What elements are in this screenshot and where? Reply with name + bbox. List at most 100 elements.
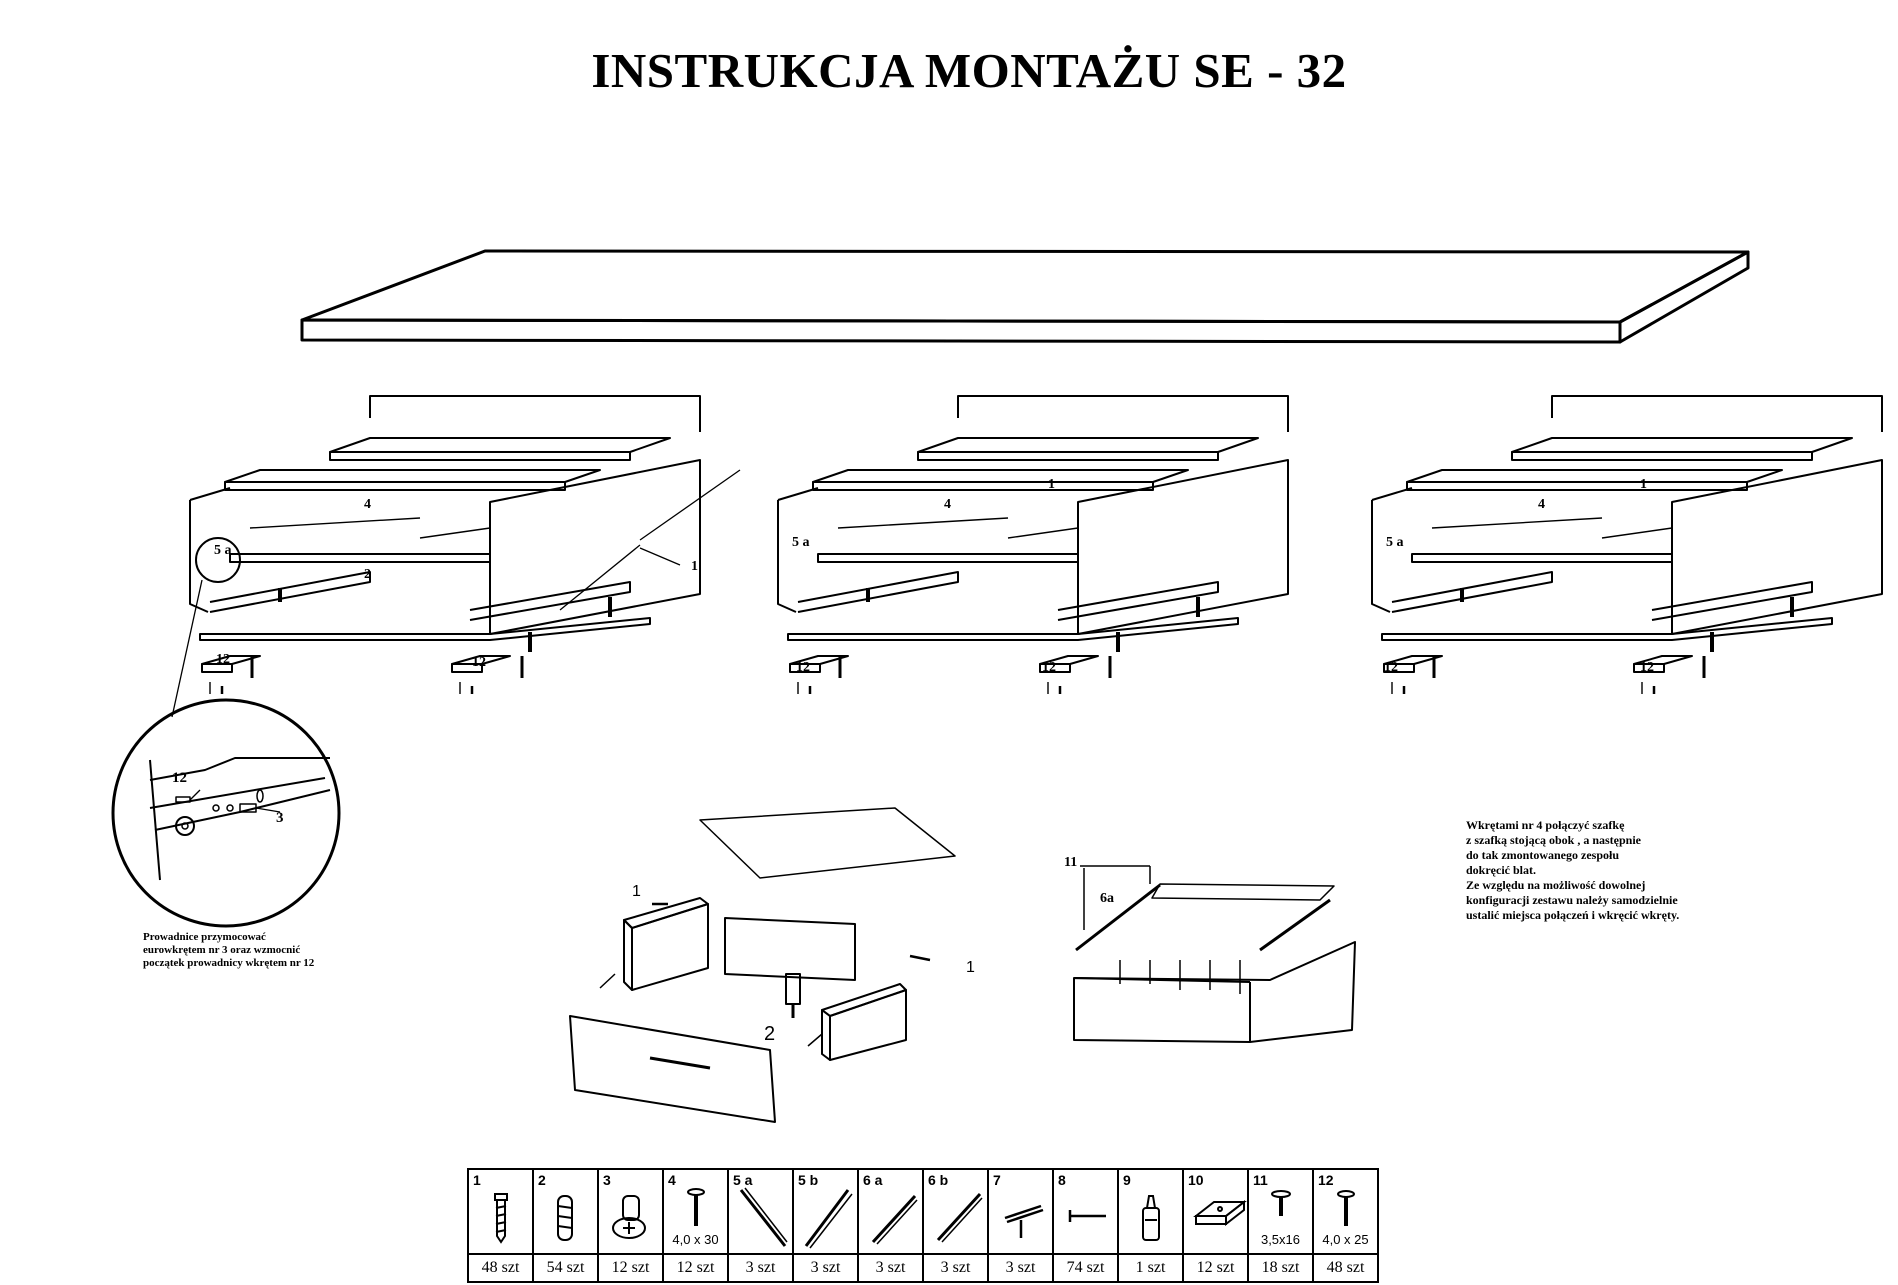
- part-number: 11: [1253, 1172, 1268, 1188]
- note-line: konfiguracji zestawu należy samodzielnie: [1466, 893, 1678, 907]
- part-number: 12: [1318, 1172, 1334, 1188]
- part-number: 9: [1123, 1172, 1131, 1188]
- part-cell: 1: [467, 1168, 534, 1255]
- wood-screw-icon: [1337, 1190, 1355, 1226]
- connecting-screw-icon: [687, 1188, 705, 1226]
- part-cell: 5 b: [792, 1168, 859, 1255]
- parts-list: 1 2 3 4 4,0 x 30 5 a 5 b 6 a 6 b 7 8 9 1…: [467, 1168, 1379, 1283]
- label-left-foot-l: 12: [216, 652, 230, 667]
- wooden-dowel-icon: [557, 1195, 573, 1241]
- part-cell: 2: [532, 1168, 599, 1255]
- label-mid-foot-l: 12: [796, 660, 810, 675]
- nail-icon: [1068, 1210, 1106, 1222]
- part-count: 3 szt: [987, 1253, 1054, 1283]
- part-number: 6 a: [863, 1172, 883, 1188]
- part-dimension: 4,0 x 25: [1322, 1232, 1369, 1247]
- label-left-dowel: 2: [364, 567, 371, 582]
- part-cell: 8: [1052, 1168, 1119, 1255]
- label-right-side: 1: [1640, 477, 1647, 492]
- label-slide-screw: 11: [1064, 855, 1077, 870]
- part-cell: 12 4,0 x 25: [1312, 1168, 1379, 1255]
- part-cell: 9: [1117, 1168, 1184, 1255]
- part-cell: 6 b: [922, 1168, 989, 1255]
- eccentric-cam-icon: [612, 1195, 646, 1239]
- part-count: 74 szt: [1052, 1253, 1119, 1283]
- cabinet-right: [1370, 394, 1884, 696]
- part-count: 12 szt: [1182, 1253, 1249, 1283]
- part-count: 48 szt: [1312, 1253, 1379, 1283]
- callout-line: eurowkrętem nr 3 oraz wzmocnić: [143, 944, 301, 956]
- note-line: z szafką stojącą obok , a następnie: [1466, 833, 1642, 847]
- part-cell: 7: [987, 1168, 1054, 1255]
- part-number: 3: [603, 1172, 611, 1188]
- connection-note: Wkrętami nr 4 połączyć szafkę z szafką s…: [1466, 818, 1796, 923]
- part-count: 3 szt: [922, 1253, 989, 1283]
- confirmat-screw-icon: [494, 1193, 508, 1244]
- parts-count-row: 48 szt 54 szt 12 szt 12 szt 3 szt 3 szt …: [467, 1253, 1379, 1283]
- short-screw-icon: [1271, 1190, 1291, 1216]
- cabinet-left: [188, 394, 702, 696]
- part-cell: 5 a: [727, 1168, 794, 1255]
- label-left-top: 4: [364, 497, 371, 512]
- label-mid-foot-r: 12: [1042, 660, 1056, 675]
- note-line: Wkrętami nr 4 połączyć szafkę: [1466, 818, 1625, 832]
- note-line: do tak zmontowanego zespołu: [1466, 848, 1620, 862]
- part-number: 2: [538, 1172, 546, 1188]
- label-right-foot-r: 12: [1640, 660, 1654, 675]
- label-right-foot-l: 12: [1384, 660, 1398, 675]
- part-count: 3 szt: [857, 1253, 924, 1283]
- zoom-detail: [111, 698, 341, 928]
- part-number: 7: [993, 1172, 1001, 1188]
- note-line: Ze względu na możliwość dowolnej: [1466, 878, 1646, 892]
- parts-icons-row: 1 2 3 4 4,0 x 30 5 a 5 b 6 a 6 b 7 8 9 1…: [467, 1168, 1379, 1255]
- label-detail-3: 3: [276, 810, 284, 826]
- part-count: 18 szt: [1247, 1253, 1314, 1283]
- part-number: 8: [1058, 1172, 1066, 1188]
- part-count: 1 szt: [1117, 1253, 1184, 1283]
- drawer-handle-icon: [1004, 1204, 1044, 1238]
- drawer-slide-left-icon: [739, 1187, 788, 1247]
- part-cell: 10: [1182, 1168, 1249, 1255]
- glue-bottle-icon: [1142, 1195, 1160, 1241]
- part-number: 4: [668, 1172, 676, 1188]
- felt-pad-icon: [1193, 1199, 1247, 1227]
- part-cell: 6 a: [857, 1168, 924, 1255]
- label-slide-6a: 6a: [1100, 891, 1114, 906]
- note-line: dokręcić blat.: [1466, 863, 1536, 877]
- drawer-runner-left-icon: [871, 1194, 918, 1245]
- part-cell: 11 3,5x16: [1247, 1168, 1314, 1255]
- callout-lines: [171, 469, 741, 718]
- part-cell: 3: [597, 1168, 664, 1255]
- label-drawer-screw-r: 1: [966, 959, 975, 976]
- label-left-foot-r: 12: [472, 655, 486, 670]
- part-count: 48 szt: [467, 1253, 534, 1283]
- note-line: ustalić miejsca połączeń i wkręcić wkręt…: [1466, 908, 1680, 922]
- slide-mounting-note: Prowadnice przymocować eurowkrętem nr 3 …: [143, 931, 393, 970]
- part-dimension: 3,5x16: [1260, 1232, 1301, 1247]
- cabinet-middle: [776, 394, 1290, 696]
- label-drawer-screw-l: 1: [632, 883, 641, 900]
- part-count: 12 szt: [662, 1253, 729, 1283]
- label-right-top: 4: [1538, 497, 1545, 512]
- label-mid-slide: 5 a: [792, 535, 810, 550]
- part-number: 1: [473, 1172, 481, 1188]
- label-right-slide: 5 a: [1386, 535, 1404, 550]
- label-detail-12: 12: [172, 770, 187, 786]
- part-count: 12 szt: [597, 1253, 664, 1283]
- drawer-assembly: [569, 807, 956, 1123]
- part-dimension: 4,0 x 30: [672, 1232, 719, 1247]
- drawer-runner-right-icon: [936, 1192, 983, 1243]
- part-count: 3 szt: [727, 1253, 794, 1283]
- drawer-slide-right-icon: [804, 1189, 853, 1249]
- label-left-slide: 5 a: [214, 543, 232, 558]
- part-number: 5 b: [798, 1172, 819, 1188]
- part-number: 10: [1188, 1172, 1204, 1188]
- part-count: 3 szt: [792, 1253, 859, 1283]
- drawer-slide-view: [1073, 865, 1356, 1043]
- label-mid-side: 1: [1048, 477, 1055, 492]
- label-drawer-bottom: 2: [764, 1023, 775, 1045]
- label-left-side: 1: [691, 559, 698, 574]
- part-cell: 4 4,0 x 30: [662, 1168, 729, 1255]
- callout-line: Prowadnice przymocować: [143, 931, 266, 943]
